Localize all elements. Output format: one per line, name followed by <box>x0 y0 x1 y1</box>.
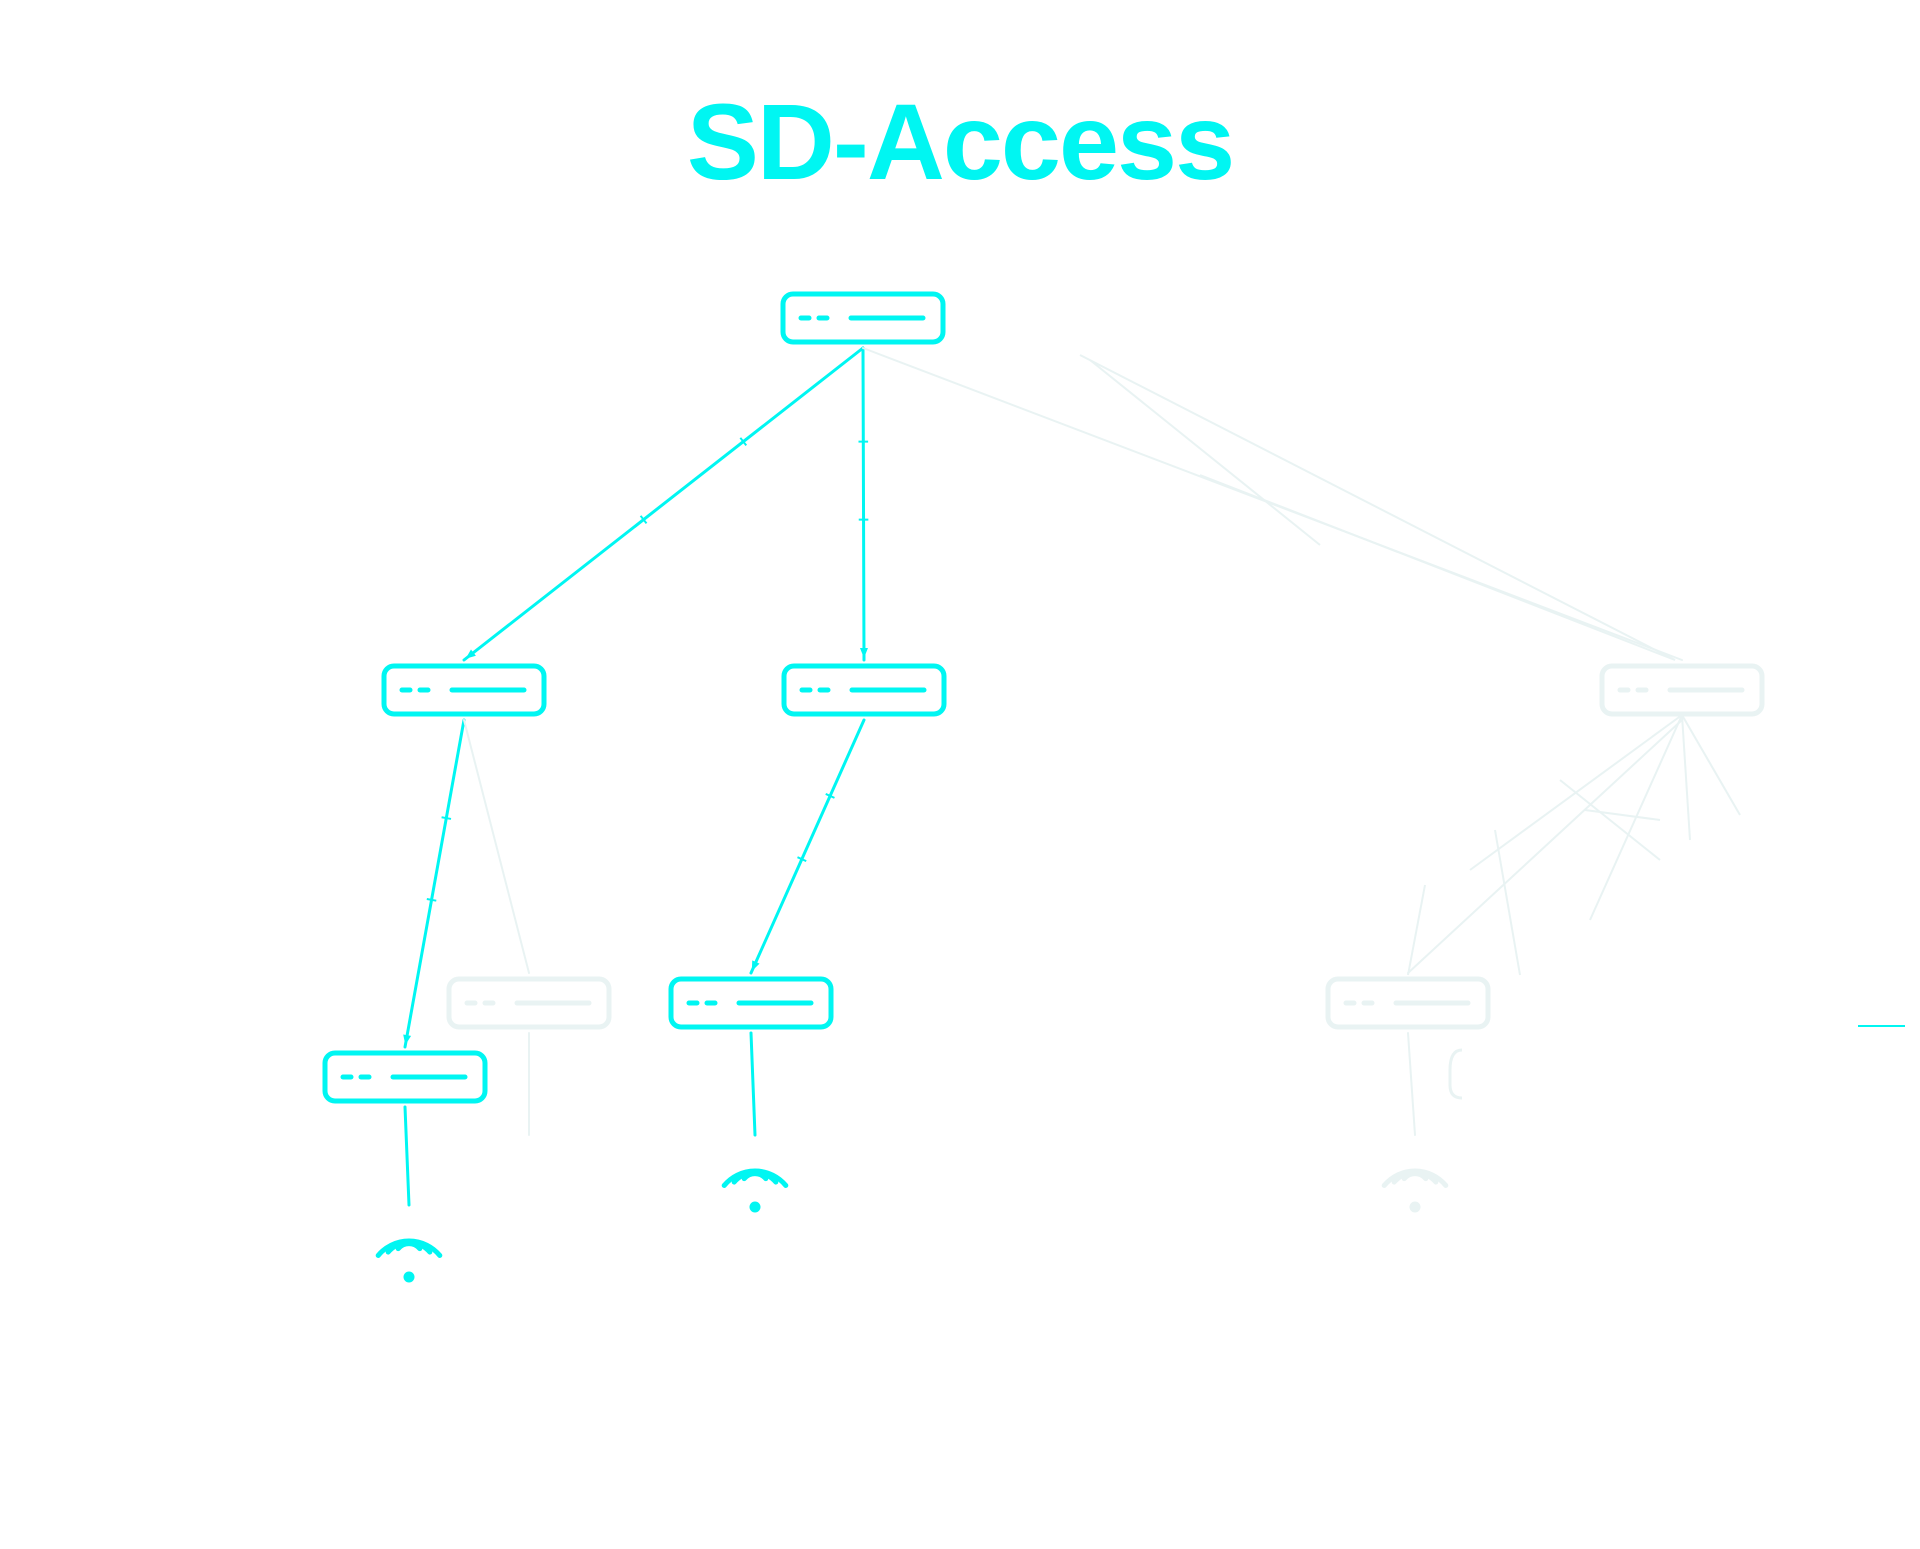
faded-device-edge <box>1448 1048 1463 1100</box>
link-arrowhead <box>751 960 760 972</box>
links-layer <box>403 346 1683 1207</box>
switch-root <box>780 291 946 345</box>
switch-mid-left <box>381 663 547 717</box>
faded-link <box>1681 714 1741 816</box>
link-edge-center-to-ap-center <box>749 1031 757 1137</box>
link-flow-marker <box>825 793 835 799</box>
link-mid-left-to-edge-left-ghost <box>463 719 530 974</box>
link-mid-center-to-edge-center <box>749 718 866 975</box>
link-flow-marker <box>797 856 807 863</box>
faded-link <box>1199 474 1676 661</box>
link-flow-marker <box>426 898 437 902</box>
link-mid-left-to-edge-left <box>403 718 466 1049</box>
link-arrowhead <box>465 649 476 659</box>
faded-link <box>1559 779 1661 861</box>
link-edge-right-to-ap-right <box>1407 1032 1416 1136</box>
faded-decor-layer <box>1079 354 1905 1100</box>
switch-edge-right <box>1325 976 1491 1030</box>
link-edge-left-to-ap-left <box>403 1105 411 1207</box>
link-arrowhead <box>403 1034 412 1046</box>
link-arrowhead <box>859 647 868 658</box>
link-root-to-mid-left <box>462 346 865 662</box>
wifi-icon-ap-center <box>721 1168 789 1213</box>
link-flow-marker <box>739 437 748 446</box>
faded-link <box>1079 354 1676 661</box>
faded-link <box>1584 809 1661 821</box>
switch-edge-left-ghost <box>446 976 612 1030</box>
switch-edge-center <box>668 976 834 1030</box>
switch-mid-right <box>1599 663 1765 717</box>
link-flow-marker <box>441 816 452 820</box>
switch-mid-center <box>781 663 947 717</box>
wifi-icon-ap-right <box>1381 1168 1449 1213</box>
link-flow-marker <box>639 515 648 524</box>
faded-link <box>1494 829 1521 976</box>
faded-link <box>1681 714 1691 841</box>
link-mid-right-to-edge-right <box>1407 719 1683 974</box>
wifi-icon-ap-left <box>375 1238 443 1283</box>
link-root-to-mid-center <box>861 346 866 662</box>
faded-link <box>1089 359 1321 546</box>
diagram-title: SD-Access <box>686 81 1235 202</box>
faded-link <box>1407 884 1426 976</box>
switch-edge-left <box>322 1050 488 1104</box>
nodes-layer <box>322 291 1765 1283</box>
